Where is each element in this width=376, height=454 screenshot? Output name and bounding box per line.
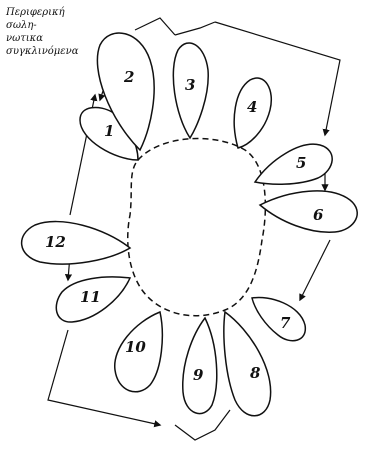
petal-label-6: 6 <box>313 206 324 224</box>
petal-5 <box>255 144 332 184</box>
petal-label-8: 8 <box>250 364 261 382</box>
petal-label-9: 9 <box>193 366 204 384</box>
connector-top-2 <box>175 22 215 35</box>
caption-line-1: Περιφερική <box>6 6 101 19</box>
petal-6 <box>260 191 357 232</box>
petal-label-3: 3 <box>185 76 195 94</box>
petal-7 <box>252 297 305 340</box>
petal-label-11: 11 <box>80 288 101 306</box>
petal-label-10: 10 <box>125 338 146 356</box>
central-ring <box>128 139 266 316</box>
caption-line-3: νωτικα <box>6 32 101 45</box>
connector-top-1 <box>135 18 175 35</box>
petal-label-2: 2 <box>123 68 134 86</box>
petal-label-1: 1 <box>104 122 114 140</box>
caption-line-4: συγκλινόμενα <box>6 45 101 58</box>
petal-label-7: 7 <box>280 314 291 332</box>
caption-line-2: σωλη- <box>6 19 101 32</box>
connector-bottom-1 <box>175 410 230 440</box>
petal-8 <box>224 312 271 416</box>
connector-right-lower <box>300 240 330 300</box>
petal-label-5: 5 <box>296 154 306 172</box>
petal-12 <box>22 222 130 264</box>
diagram-caption: Περιφερική σωλη- νωτικα συγκλινόμενα <box>6 6 101 58</box>
petal-label-12: 12 <box>45 233 66 251</box>
petal-label-4: 4 <box>247 98 257 116</box>
